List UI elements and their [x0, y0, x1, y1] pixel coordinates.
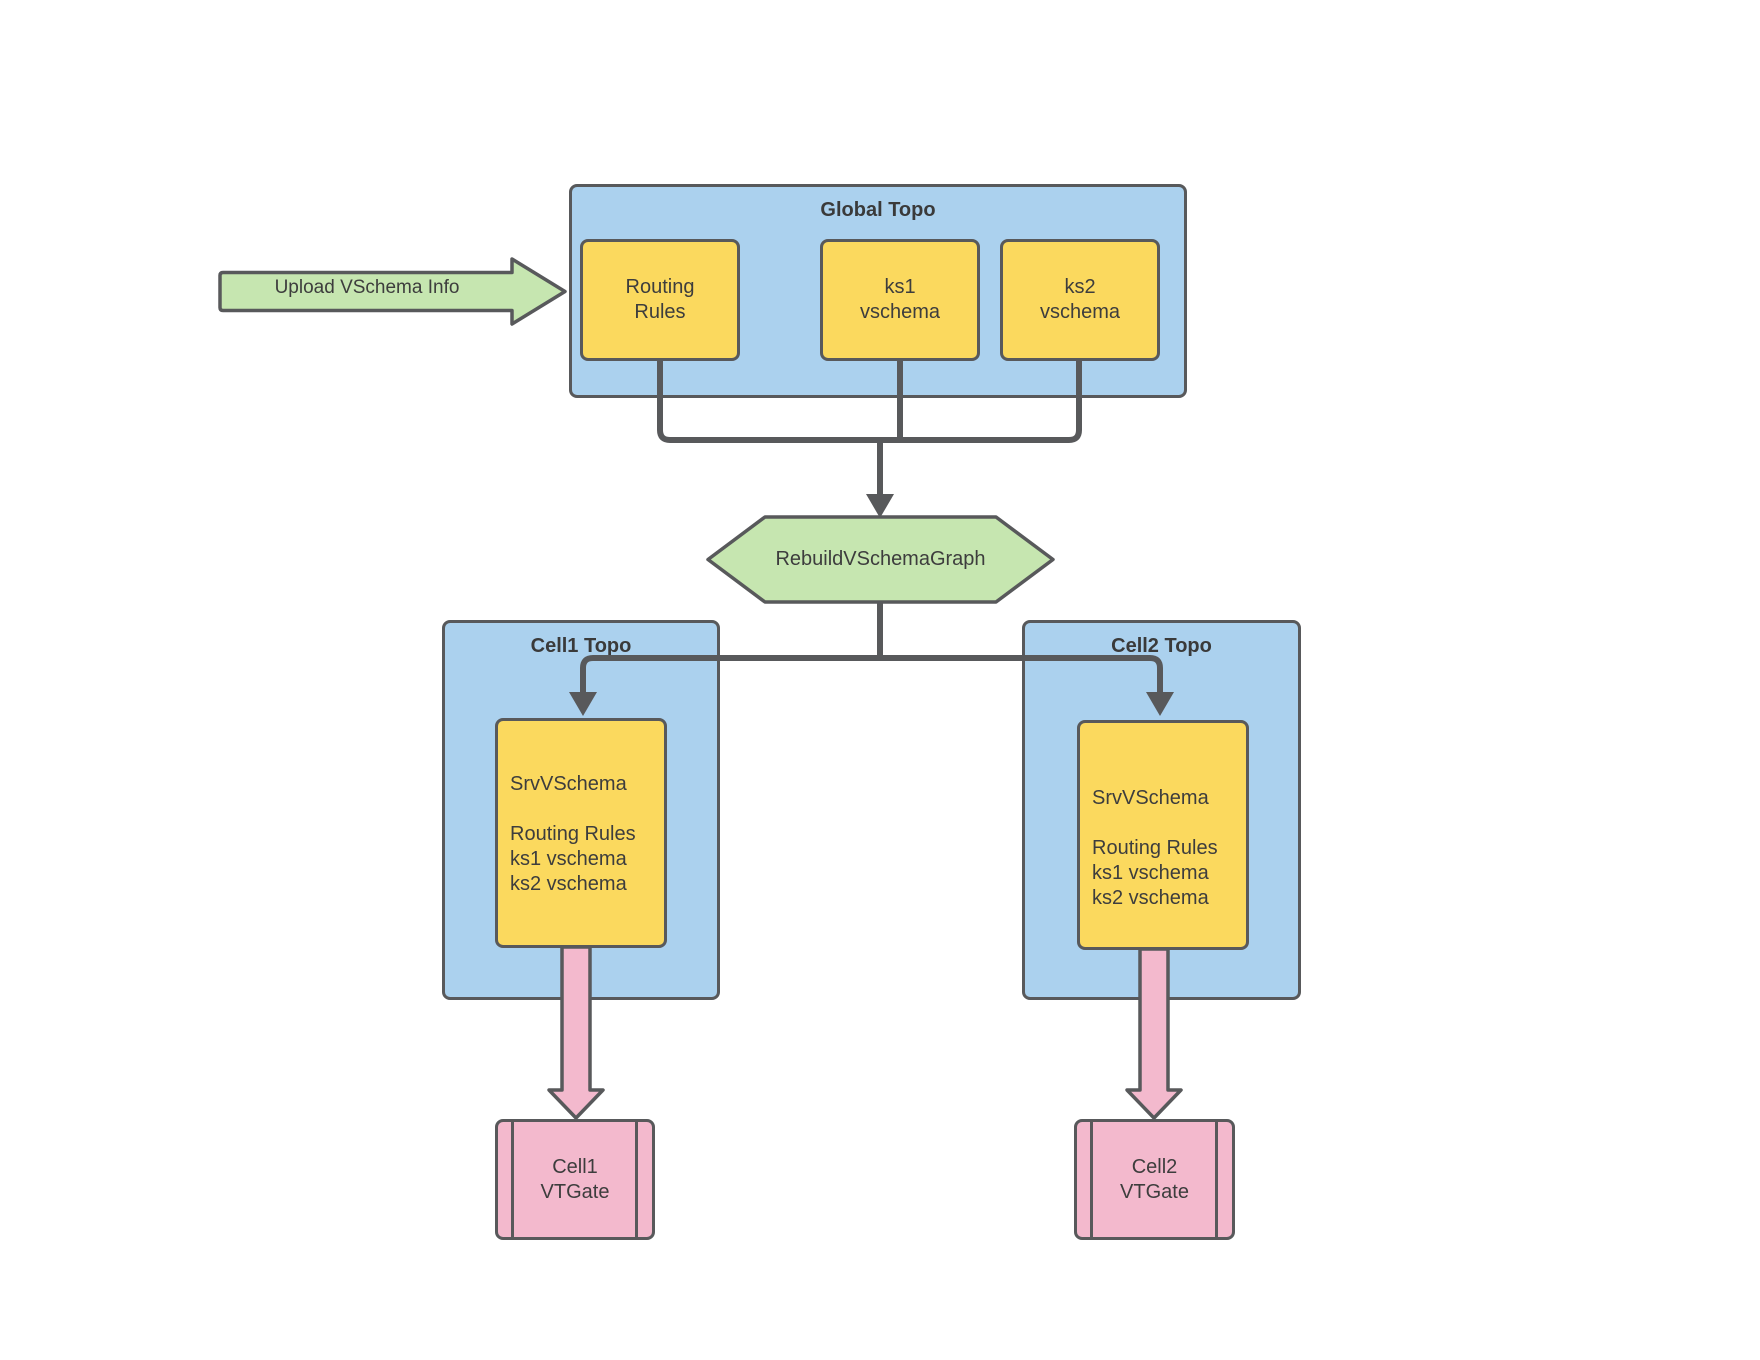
cell2-srvvschema-node: SrvVSchema Routing Rules ks1 vschema ks2… [1077, 720, 1249, 950]
ks2-vschema-node: ks2 vschema [1000, 239, 1160, 361]
cell1-vtgate-label: Cell1 VTGate [540, 1155, 610, 1203]
ks2-vschema-label: ks2 vschema [1039, 276, 1121, 323]
cell1-vtgate-inner-line-right [635, 1122, 638, 1237]
rebuild-vschemagraph-label: RebuildVSchemaGraph [775, 548, 986, 570]
routing-rules-label: Routing Rules [625, 276, 695, 323]
cell2-vtgate-inner-line-left [1090, 1122, 1093, 1237]
ks1-vschema-label: ks1 vschema [859, 276, 941, 323]
cell2-topo-title: Cell2 Topo [1111, 635, 1212, 657]
global-topo-title: Global Topo [820, 199, 936, 221]
cell1-srvvschema-node: SrvVSchema Routing Rules ks1 vschema ks2… [495, 718, 667, 948]
upload-vschema-label: Upload VSchema Info [274, 277, 460, 298]
ks1-vschema-node: ks1 vschema [820, 239, 980, 361]
cell1-srvvschema-text: SrvVSchema Routing Rules ks1 vschema ks2… [510, 773, 636, 895]
cell1-vtgate-node: Cell1 VTGate [495, 1119, 655, 1240]
cell2-vtgate-inner-line-right [1215, 1122, 1218, 1237]
cell2-vtgate-label: Cell2 VTGate [1120, 1155, 1189, 1203]
rebuild-arrowhead-icon [866, 494, 894, 518]
cell1-topo-title: Cell1 Topo [530, 635, 632, 657]
cell2-vtgate-node: Cell2 VTGate [1074, 1119, 1235, 1240]
routing-rules-node: Routing Rules [580, 239, 740, 361]
cell2-srvvschema-text: SrvVSchema Routing Rules ks1 vschema ks2… [1092, 787, 1218, 909]
cell1-vtgate-inner-line-left [511, 1122, 514, 1237]
